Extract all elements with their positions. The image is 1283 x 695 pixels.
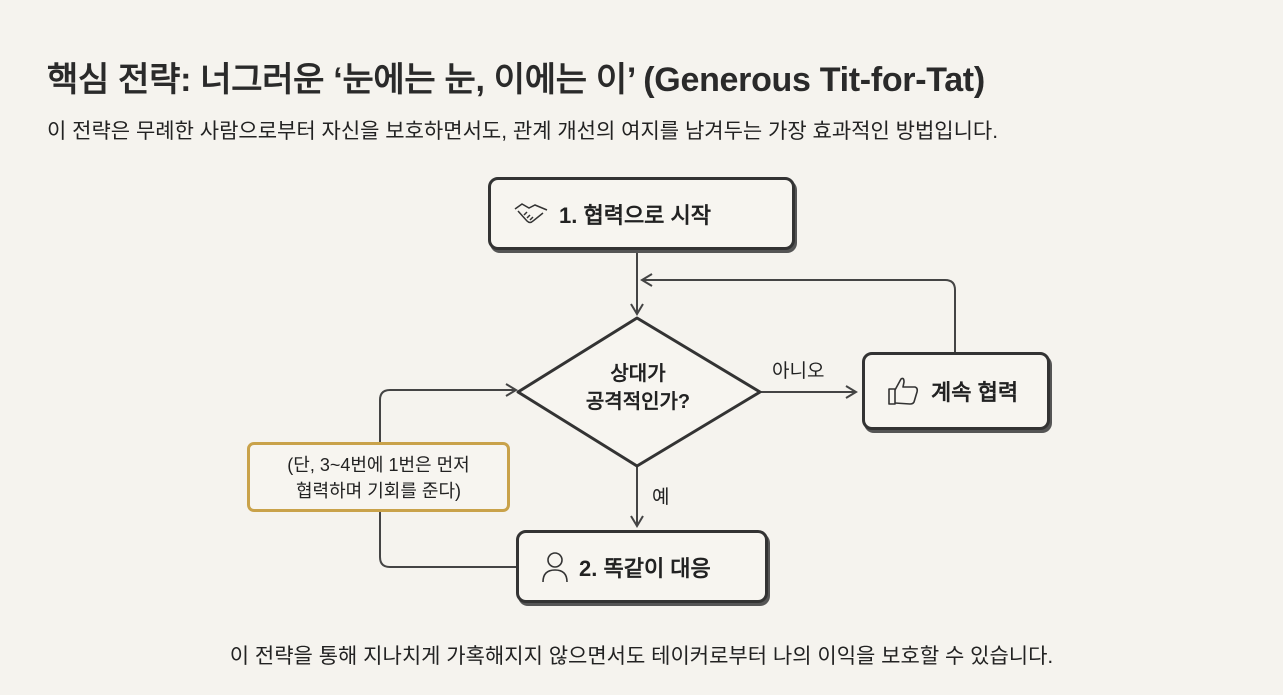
- no-label: 아니오: [772, 361, 825, 382]
- decision-line1: 상대가: [610, 363, 666, 385]
- note-line1: (단, 3~4번에 1번은 먼저: [287, 455, 470, 475]
- thumbs-up-icon: [887, 375, 921, 407]
- start-step-label: 1. 협력으로 시작: [559, 202, 712, 228]
- person-icon: [541, 551, 569, 583]
- subtitle: 이 전략은 무례한 사람으로부터 자신을 보호하면서도, 관계 개선의 여지를 …: [47, 120, 999, 143]
- decision-line2: 공격적인가?: [585, 391, 691, 413]
- note-line2: 협력하며 기회를 준다): [295, 481, 462, 501]
- page-title: 핵심 전략: 너그러운 ‘눈에는 눈, 이에는 이’ (Generous Tit…: [47, 61, 985, 99]
- continue-label: 계속 협력: [931, 380, 1019, 405]
- respond-step-label: 2. 똑같이 대응: [579, 555, 711, 581]
- handshake-icon: [513, 201, 549, 227]
- start-step-box: 1. 협력으로 시작: [488, 177, 795, 250]
- decision-diamond: [516, 316, 762, 468]
- yes-label: 예: [652, 487, 670, 508]
- arrow-continue-loop: [640, 273, 956, 352]
- generosity-note: (단, 3~4번에 1번은 먼저 협력하며 기회를 준다): [247, 442, 510, 512]
- footer-text: 이 전략을 통해 지나치게 가혹해지지 않으면서도 테이커로부터 나의 이익을 …: [229, 645, 1054, 668]
- decision-text: 상대가 공격적인가?: [518, 360, 758, 416]
- continue-box: 계속 협력: [862, 352, 1050, 430]
- respond-step-box: 2. 똑같이 대응: [516, 530, 768, 603]
